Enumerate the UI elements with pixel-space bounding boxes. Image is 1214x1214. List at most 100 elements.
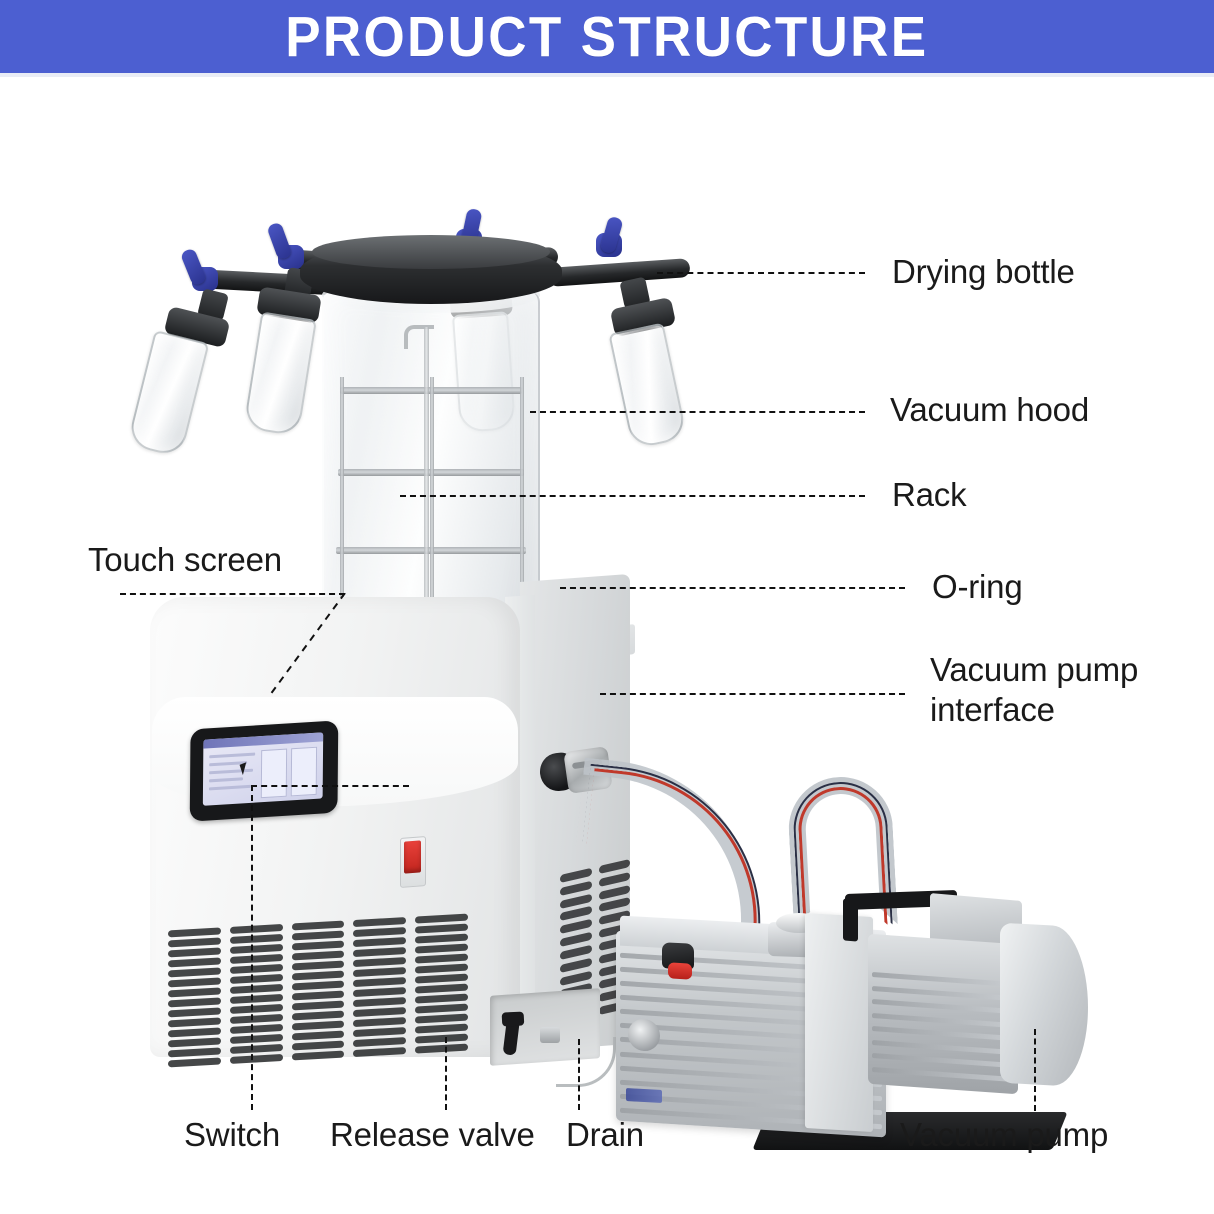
motor-fin — [872, 1053, 1014, 1069]
screen-line — [209, 777, 243, 783]
vent-louver — [353, 1037, 407, 1048]
rack-post-center — [430, 377, 434, 633]
leader-line-rack — [400, 495, 865, 497]
callout-label-vacuum-pump-interface: Vacuum pump interface — [930, 650, 1160, 730]
pump-mid-plate — [805, 912, 873, 1133]
vent-louver — [415, 923, 468, 934]
vent-louver — [415, 953, 468, 964]
vent-louver — [168, 1057, 221, 1068]
vent-louver — [291, 1020, 345, 1031]
vent-louver — [415, 983, 468, 994]
vent-louver — [229, 983, 283, 994]
vent-louver — [415, 913, 468, 924]
screen-line — [208, 784, 251, 791]
leader-line-drain — [578, 1039, 580, 1110]
cabinet-front-vents — [168, 913, 468, 1068]
power-switch[interactable] — [404, 840, 421, 874]
vent-louver — [415, 1023, 468, 1034]
callout-label-vpi-line2: interface — [930, 691, 1055, 728]
leader-line-vacuum-pump-interface — [600, 693, 905, 695]
vent-louver — [229, 933, 283, 944]
vent-louver — [168, 977, 221, 988]
vent-louver — [353, 927, 407, 938]
vent-louver — [229, 1023, 283, 1034]
vent-louver — [415, 943, 468, 954]
vent-louver — [415, 973, 468, 984]
vent-louver — [229, 923, 283, 934]
vent-louver — [229, 943, 283, 954]
vent-louver — [229, 1053, 283, 1064]
vent-louver — [291, 980, 345, 991]
vent-louver — [291, 1010, 345, 1021]
vent-louver — [168, 997, 221, 1008]
vent-louver — [415, 1003, 468, 1014]
valve-handle-left-inner[interactable] — [266, 221, 293, 261]
rack-post-left — [340, 377, 344, 633]
vent-louver — [291, 930, 345, 941]
motor-cooling-fins — [872, 972, 1014, 1082]
vent-louver — [291, 960, 345, 971]
motor-fin — [872, 1039, 1014, 1055]
touch-screen-display[interactable] — [202, 732, 324, 806]
vent-louver — [291, 950, 345, 961]
vent-louver — [229, 1043, 283, 1054]
vent-louver — [168, 927, 221, 938]
callout-label-rack: Rack — [892, 476, 967, 513]
hood-inner-tube — [424, 327, 429, 627]
vent-louver — [168, 987, 221, 998]
vent-louver — [353, 997, 407, 1008]
screen-titlebar — [203, 732, 324, 749]
vent-louver — [168, 1007, 221, 1018]
callout-label-vpi-line1: Vacuum pump — [930, 651, 1139, 688]
leader-line-switch-horizontal — [251, 785, 409, 787]
vent-louver — [353, 937, 407, 948]
vent-louver — [291, 990, 345, 1001]
callout-label-drying-bottle: Drying bottle — [892, 253, 1075, 290]
pump-sight-glass — [628, 1018, 660, 1052]
vent-louver — [291, 920, 345, 931]
vent-louver — [168, 1027, 221, 1038]
vent-louver — [229, 1033, 283, 1044]
vent-louver — [353, 1017, 407, 1028]
vent-louver — [229, 953, 283, 964]
vent-louver — [168, 1037, 221, 1048]
callout-label-release-valve: Release valve — [330, 1116, 535, 1153]
vent-louver — [415, 1013, 468, 1024]
vent-louver — [229, 963, 283, 974]
product-illustration — [0, 77, 1214, 1214]
vent-louver — [168, 967, 221, 978]
screen-line — [209, 752, 256, 759]
vent-louver — [168, 1047, 221, 1058]
vent-louver — [353, 957, 407, 968]
leader-line-o-ring — [560, 587, 905, 589]
pump-red-cap[interactable] — [668, 962, 692, 980]
drain-tube — [556, 1037, 616, 1087]
pump-motor-end-cap — [1000, 922, 1088, 1088]
pump-badge — [626, 1088, 662, 1103]
vent-louver — [415, 933, 468, 944]
leader-line-release-valve — [445, 1037, 447, 1110]
leader-line-touch-screen-diagonal — [228, 592, 348, 698]
callout-label-vacuum-pump: Vacuum pump — [900, 1116, 1109, 1153]
callout-label-vacuum-hood: Vacuum hood — [890, 391, 1089, 428]
vent-louver — [353, 947, 407, 958]
callout-label-o-ring: O-ring — [932, 568, 1023, 605]
drain-port[interactable] — [540, 1027, 560, 1043]
leader-line-touch-screen-horizontal — [120, 593, 345, 595]
leader-line-vacuum-hood — [530, 411, 865, 413]
motor-fin — [872, 1012, 1014, 1028]
page-title: PRODUCT STRUCTURE — [285, 4, 929, 69]
vent-louver — [168, 1017, 221, 1028]
vent-louver — [229, 973, 283, 984]
callout-label-drain: Drain — [566, 1116, 644, 1153]
vent-louver — [353, 1007, 407, 1018]
vent-louver — [229, 1003, 283, 1014]
vent-louver — [168, 937, 221, 948]
vent-louver — [168, 957, 221, 968]
rack-post-right — [520, 377, 524, 633]
screen-panel — [290, 746, 318, 797]
vent-louver — [353, 917, 407, 928]
vent-louver — [415, 993, 468, 1004]
vent-louver — [291, 1030, 345, 1041]
touch-screen[interactable] — [189, 720, 339, 822]
